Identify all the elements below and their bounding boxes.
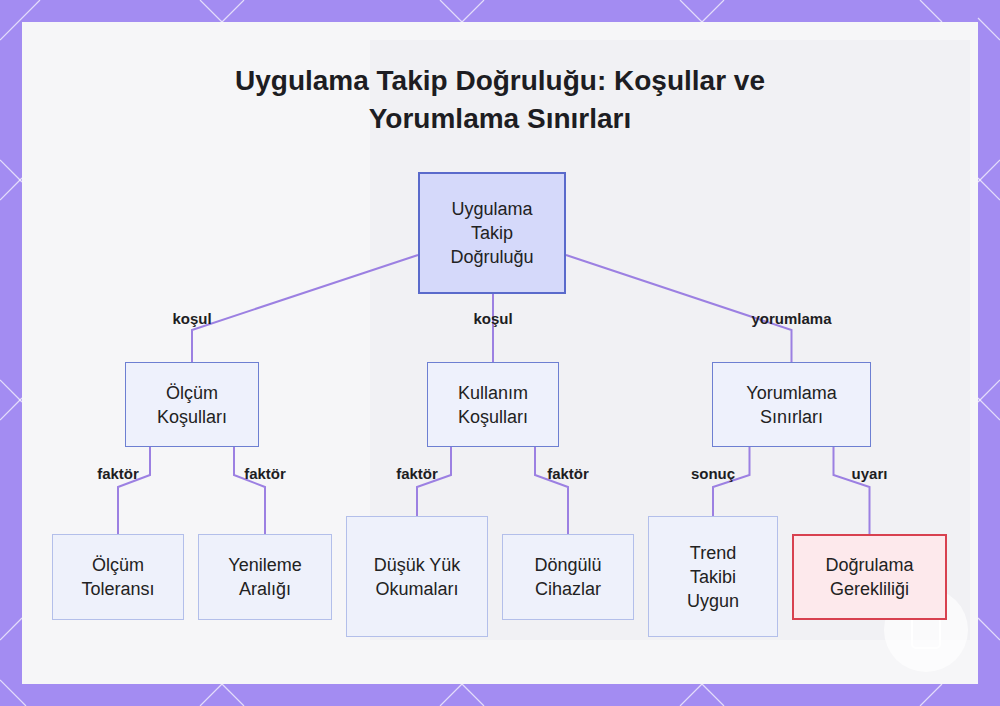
connector-line: [535, 447, 568, 534]
edge-label: faktör: [244, 465, 286, 482]
edge-label: uyarı: [852, 465, 888, 482]
node-label: Yorumlama Sınırları: [727, 381, 857, 429]
canvas-panel: [22, 22, 978, 684]
node-label: Uygulama Takip Doğruluğu: [436, 197, 548, 269]
factor-box: Trend Takibi Uygun: [648, 516, 778, 637]
connector-line: [417, 447, 451, 516]
edge-label: sonuç: [691, 465, 735, 482]
factor-box: Düşük Yük Okumaları: [346, 516, 488, 637]
node-label: Düşük Yük Okumaları: [371, 553, 463, 601]
node-label: Doğrulama Gerekliliği: [804, 553, 936, 601]
connector-line: [566, 255, 792, 362]
warning-box: Doğrulama Gerekliliği: [792, 534, 947, 620]
node-label: Kullanım Koşulları: [437, 381, 549, 429]
category-box: Kullanım Koşulları: [427, 362, 559, 447]
node-label: Yenileme Aralığı: [210, 553, 320, 601]
node-label: Ölçüm Toleransı: [63, 553, 173, 601]
node-label: Ölçüm Koşulları: [136, 381, 248, 429]
edge-label: koşul: [172, 310, 211, 327]
category-box: Yorumlama Sınırları: [712, 362, 871, 447]
factor-box: Ölçüm Toleransı: [52, 534, 184, 620]
edge-label: koşul: [473, 310, 512, 327]
root-box: Uygulama Takip Doğruluğu: [418, 172, 566, 294]
node-label: Döngülü Cihazlar: [513, 553, 623, 601]
connector-line: [492, 294, 494, 362]
connector-line: [834, 447, 870, 534]
connector-line: [118, 447, 150, 534]
category-box: Ölçüm Koşulları: [125, 362, 259, 447]
connector-line: [234, 447, 265, 534]
edge-label: faktör: [396, 465, 438, 482]
edge-label: yorumlama: [751, 310, 831, 327]
connector-line: [192, 255, 418, 362]
factor-box: Yenileme Aralığı: [198, 534, 332, 620]
connector-line: [713, 447, 750, 516]
node-label: Trend Takibi Uygun: [669, 541, 757, 613]
edge-label: faktör: [97, 465, 139, 482]
factor-box: Döngülü Cihazlar: [502, 534, 634, 620]
edge-label: faktör: [547, 465, 589, 482]
diagram-title: Uygulama Takip Doğruluğu: Koşullar ve Yo…: [200, 62, 800, 138]
